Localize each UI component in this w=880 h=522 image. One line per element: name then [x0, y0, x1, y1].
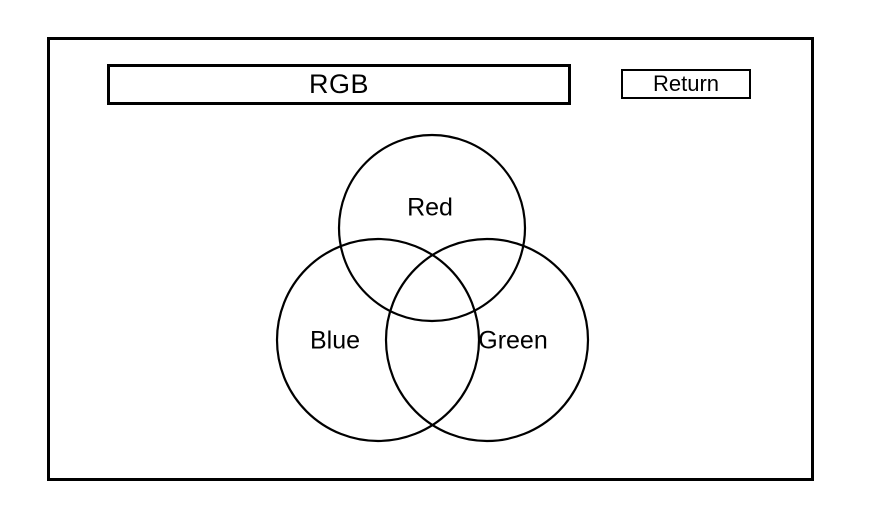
venn-circle-blue[interactable] — [275, 237, 481, 443]
return-button[interactable]: Return — [621, 69, 751, 99]
return-button-label: Return — [652, 71, 720, 96]
venn-circle-group — [275, 133, 590, 443]
venn-circle-green[interactable] — [384, 237, 590, 443]
title-field[interactable]: RGB — [107, 64, 571, 105]
title-field-value: RGB — [308, 69, 369, 99]
venn-circle-red[interactable] — [337, 133, 527, 323]
